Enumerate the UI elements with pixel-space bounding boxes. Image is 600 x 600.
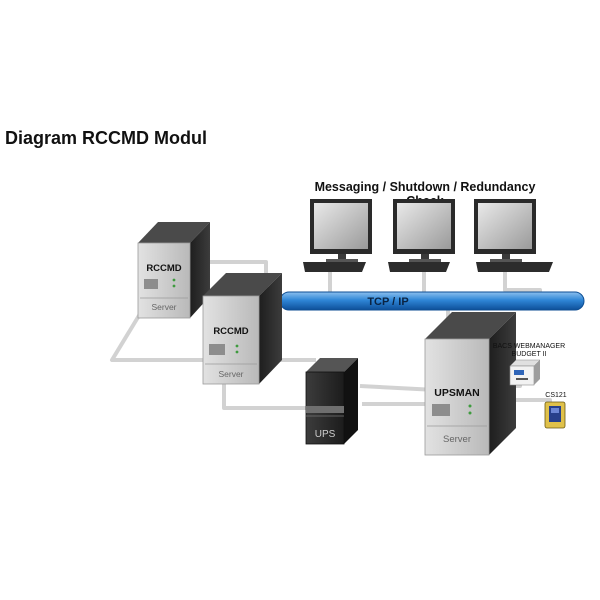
- server-1-name: RCCMD: [146, 263, 181, 274]
- network-label: TCP / IP: [367, 296, 408, 308]
- server-rccmd-2: RCCMD Server: [202, 273, 282, 385]
- ups-label: UPS: [315, 429, 336, 440]
- server-upsman: UPSMAN Server: [424, 312, 516, 456]
- cs121-label: CS121: [545, 392, 567, 399]
- tcp-ip-network: TCP / IP: [279, 291, 585, 311]
- webmanager-label-line1: BACS WEBMANAGER: [493, 343, 565, 350]
- page-title: Diagram RCCMD Modul: [5, 128, 207, 148]
- cable-ups-upsman-2: [359, 384, 437, 392]
- server-2-name: RCCMD: [213, 326, 248, 337]
- monitor-1: [303, 199, 372, 272]
- cs121-card: CS121: [544, 392, 567, 429]
- upsman-name: UPSMAN: [434, 387, 480, 399]
- server-1-type: Server: [151, 302, 176, 312]
- server-2-type: Server: [218, 369, 243, 379]
- upsman-type: Server: [443, 434, 471, 445]
- ups-unit: UPS: [305, 358, 358, 445]
- server-rccmd-1: RCCMD Server: [137, 222, 210, 319]
- webmanager-label-line2: BUDGET II: [512, 351, 547, 358]
- bacs-webmanager: BACS WEBMANAGER BUDGET II: [493, 343, 565, 386]
- monitor-3: [474, 199, 553, 272]
- monitor-2: [388, 199, 455, 272]
- cable-server2-ups: [222, 382, 306, 410]
